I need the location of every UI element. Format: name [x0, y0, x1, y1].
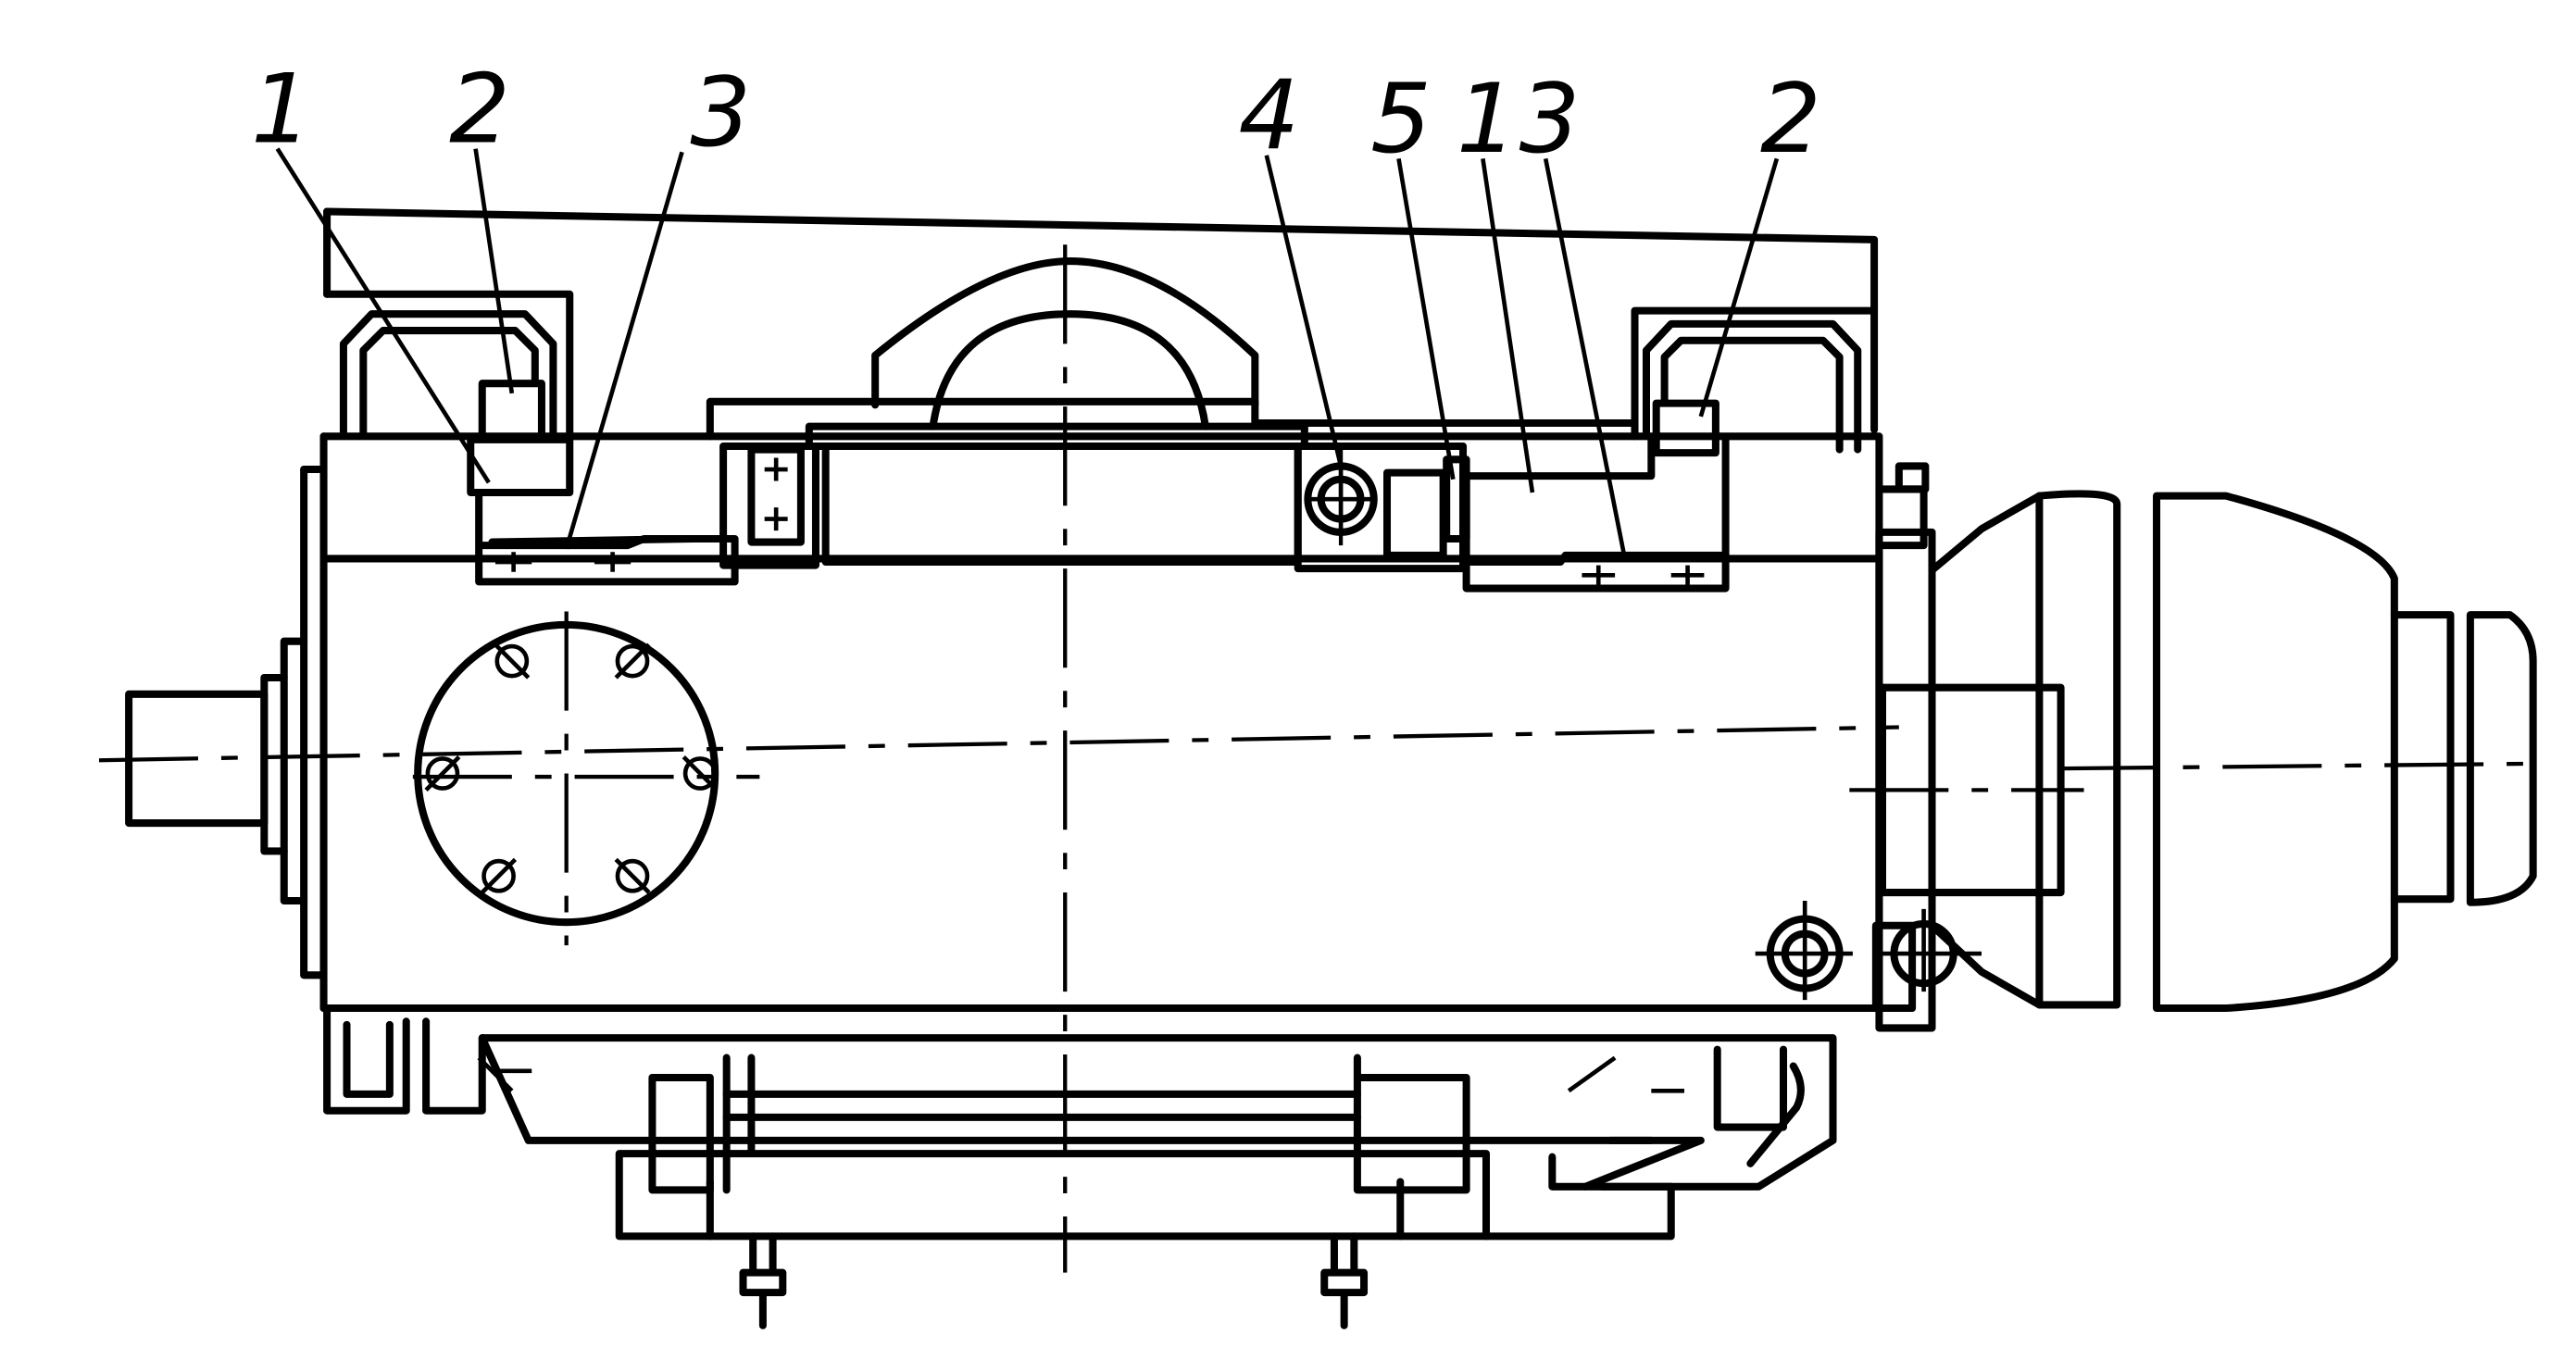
adjusting-screw — [1755, 900, 1982, 1013]
left-clamp-pocket — [339, 310, 574, 497]
callout-label: 1 — [1457, 64, 1518, 175]
left-key-block — [475, 443, 819, 586]
input-shaft — [125, 466, 328, 979]
callout-label: 4 — [1239, 61, 1300, 172]
center-lines — [98, 244, 2544, 1273]
right-spindle-nose — [1849, 462, 2537, 1032]
callout-label: 2 — [1760, 64, 1821, 175]
callout-leaders — [275, 147, 1780, 559]
callout-label: 2 — [449, 54, 510, 165]
callout-label: 5 — [1370, 64, 1432, 175]
bolted-cover — [412, 611, 760, 946]
callout-label: 3 — [690, 57, 751, 168]
base-slide — [323, 1004, 1837, 1329]
callout-labels: 1 2 3 4 5 1 3 2 — [251, 54, 1821, 175]
right-clamp-pocket — [1642, 319, 1862, 457]
right-key-block — [1294, 435, 1730, 592]
lifting-eye — [805, 257, 1308, 567]
callout-label: 3 — [1519, 64, 1581, 175]
callout-label: 1 — [251, 54, 312, 165]
